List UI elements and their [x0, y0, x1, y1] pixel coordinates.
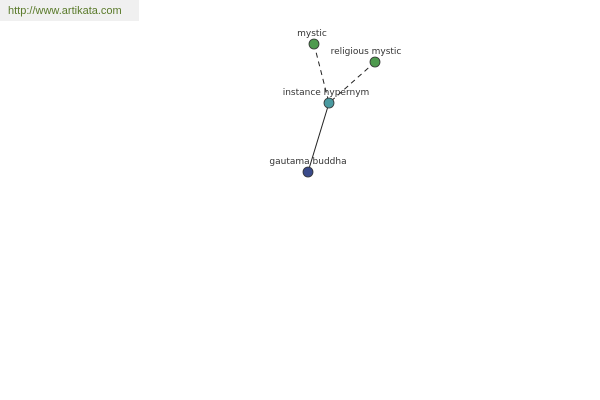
edge-mystic-to-instance-hypernym: [313, 43, 330, 104]
node-mystic[interactable]: [308, 38, 320, 50]
site-url-link[interactable]: http://www.artikata.com: [0, 0, 139, 21]
node-religious-mystic[interactable]: [369, 56, 381, 68]
node-gautama-buddha[interactable]: [302, 166, 314, 178]
node-label-instance-hypernym: instance hypernym: [283, 88, 370, 98]
edge-instance-hypernym-to-gautama-buddha: [307, 102, 330, 173]
edge-religious-mystic-to-instance-hypernym: [328, 61, 376, 104]
nodes-layer: mystic religious mystic instance hypernym g…: [269, 29, 402, 178]
node-instance-hypernym[interactable]: [323, 97, 335, 109]
node-label-religious-mystic: religious mystic: [331, 47, 402, 57]
edges-layer: [307, 43, 376, 173]
node-label-mystic: mystic: [297, 29, 327, 39]
node-label-gautama-buddha: gautama buddha: [269, 157, 346, 167]
